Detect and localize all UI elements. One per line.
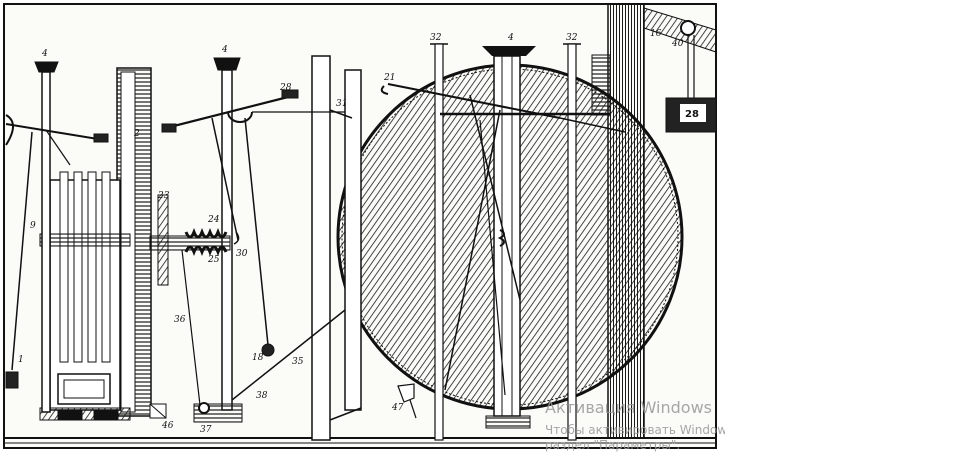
door-frames <box>311 55 362 441</box>
far-left-post <box>5 61 109 413</box>
svg-text:25: 25 <box>207 255 220 265</box>
svg-text:21: 21 <box>383 73 395 83</box>
svg-text:24: 24 <box>207 215 220 225</box>
svg-text:47: 47 <box>391 403 404 413</box>
windows-activation-watermark: Активация Windows Чтобы активировать Win… <box>545 398 725 452</box>
svg-text:31: 31 <box>336 99 347 109</box>
svg-text:23: 23 <box>157 191 170 201</box>
svg-text:2: 2 <box>133 129 140 139</box>
svg-text:16: 16 <box>650 29 662 39</box>
svg-text:18: 18 <box>252 353 264 363</box>
svg-text:32: 32 <box>566 33 578 43</box>
svg-text:1: 1 <box>18 355 24 365</box>
mechanical-engraving-illustration: 28 <box>3 3 717 449</box>
small-trigger <box>397 383 417 419</box>
svg-text:4: 4 <box>507 33 514 43</box>
coiled-drum <box>149 194 243 423</box>
svg-text:36: 36 <box>174 315 186 325</box>
weight-label: 28 <box>685 109 699 120</box>
svg-text:4: 4 <box>41 49 48 59</box>
disc-levers <box>380 83 626 396</box>
svg-text:40: 40 <box>671 39 684 49</box>
activation-subtitle-2: раздел "Параметры". <box>545 438 681 452</box>
svg-text:4: 4 <box>221 45 228 55</box>
activation-title: Активация Windows <box>545 398 712 417</box>
svg-text:9: 9 <box>30 221 36 231</box>
svg-text:35: 35 <box>292 357 304 367</box>
svg-text:46: 46 <box>161 421 174 431</box>
svg-text:28: 28 <box>279 83 292 93</box>
svg-text:32: 32 <box>430 33 442 43</box>
organ-pipe-assembly <box>39 171 131 421</box>
floor <box>4 437 716 444</box>
svg-text:30: 30 <box>236 249 248 259</box>
hanging-weight: 28 <box>665 20 717 133</box>
tall-posts <box>430 43 581 441</box>
svg-text:38: 38 <box>256 391 268 401</box>
activation-subtitle: Чтобы активировать Windows <box>545 423 725 437</box>
svg-text:37: 37 <box>200 425 212 435</box>
part-number-labels: 4 4 4 32 32 16 40 21 28 23 24 25 30 31 3… <box>18 29 684 435</box>
